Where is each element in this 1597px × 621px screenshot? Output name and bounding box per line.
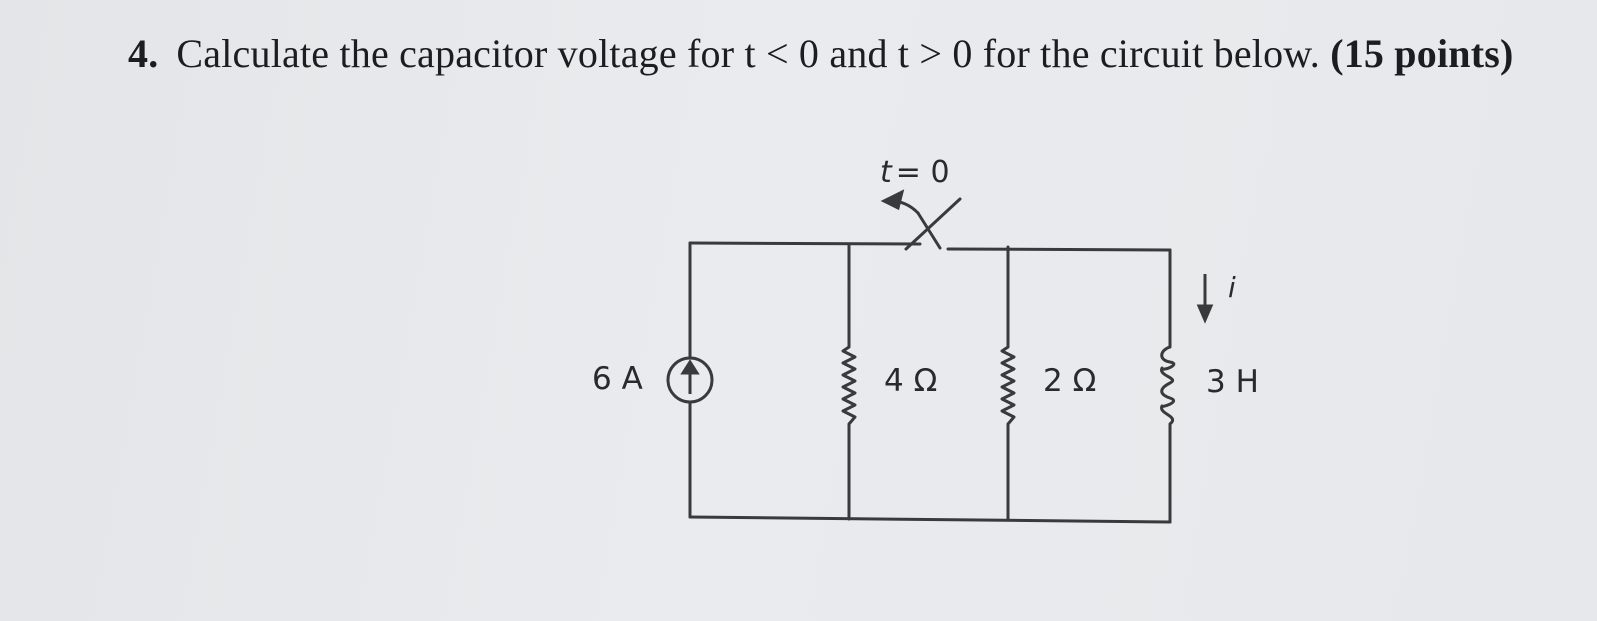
- switch-arrow-head: [880, 189, 905, 211]
- question-points: (15 points): [1330, 31, 1514, 76]
- source-label: 6 A: [592, 361, 643, 397]
- wire-top-left: [688, 241, 922, 246]
- wire-bottom: [688, 515, 1172, 524]
- resistor-4ohm-label: 4 Ω: [884, 363, 937, 399]
- resistor-2ohm-label: 2 Ω: [1043, 363, 1096, 399]
- inductor-coil: [1160, 345, 1176, 426]
- current-source: [666, 356, 714, 404]
- switch-label: t= 0: [880, 155, 950, 190]
- question-number: 4.: [128, 31, 159, 76]
- wire-top-right: [946, 247, 1172, 252]
- current-source-circle: [666, 356, 714, 404]
- current-label: i: [1228, 271, 1236, 304]
- current-arrow: [1196, 274, 1214, 324]
- current-arrow-head: [1196, 304, 1214, 324]
- resistor-2ohm: [1000, 345, 1016, 425]
- question-text: 4. Calculate the capacitor voltage for t …: [128, 30, 1514, 77]
- switch-blade: [904, 197, 962, 251]
- switch: [880, 189, 962, 251]
- inductor-label: 3 H: [1206, 364, 1259, 400]
- current-source-arrow-head: [680, 359, 700, 375]
- question-body: Calculate the capacitor voltage for t < …: [176, 31, 1320, 76]
- switch-arm: [916, 211, 942, 250]
- resistor-4ohm: [841, 345, 857, 425]
